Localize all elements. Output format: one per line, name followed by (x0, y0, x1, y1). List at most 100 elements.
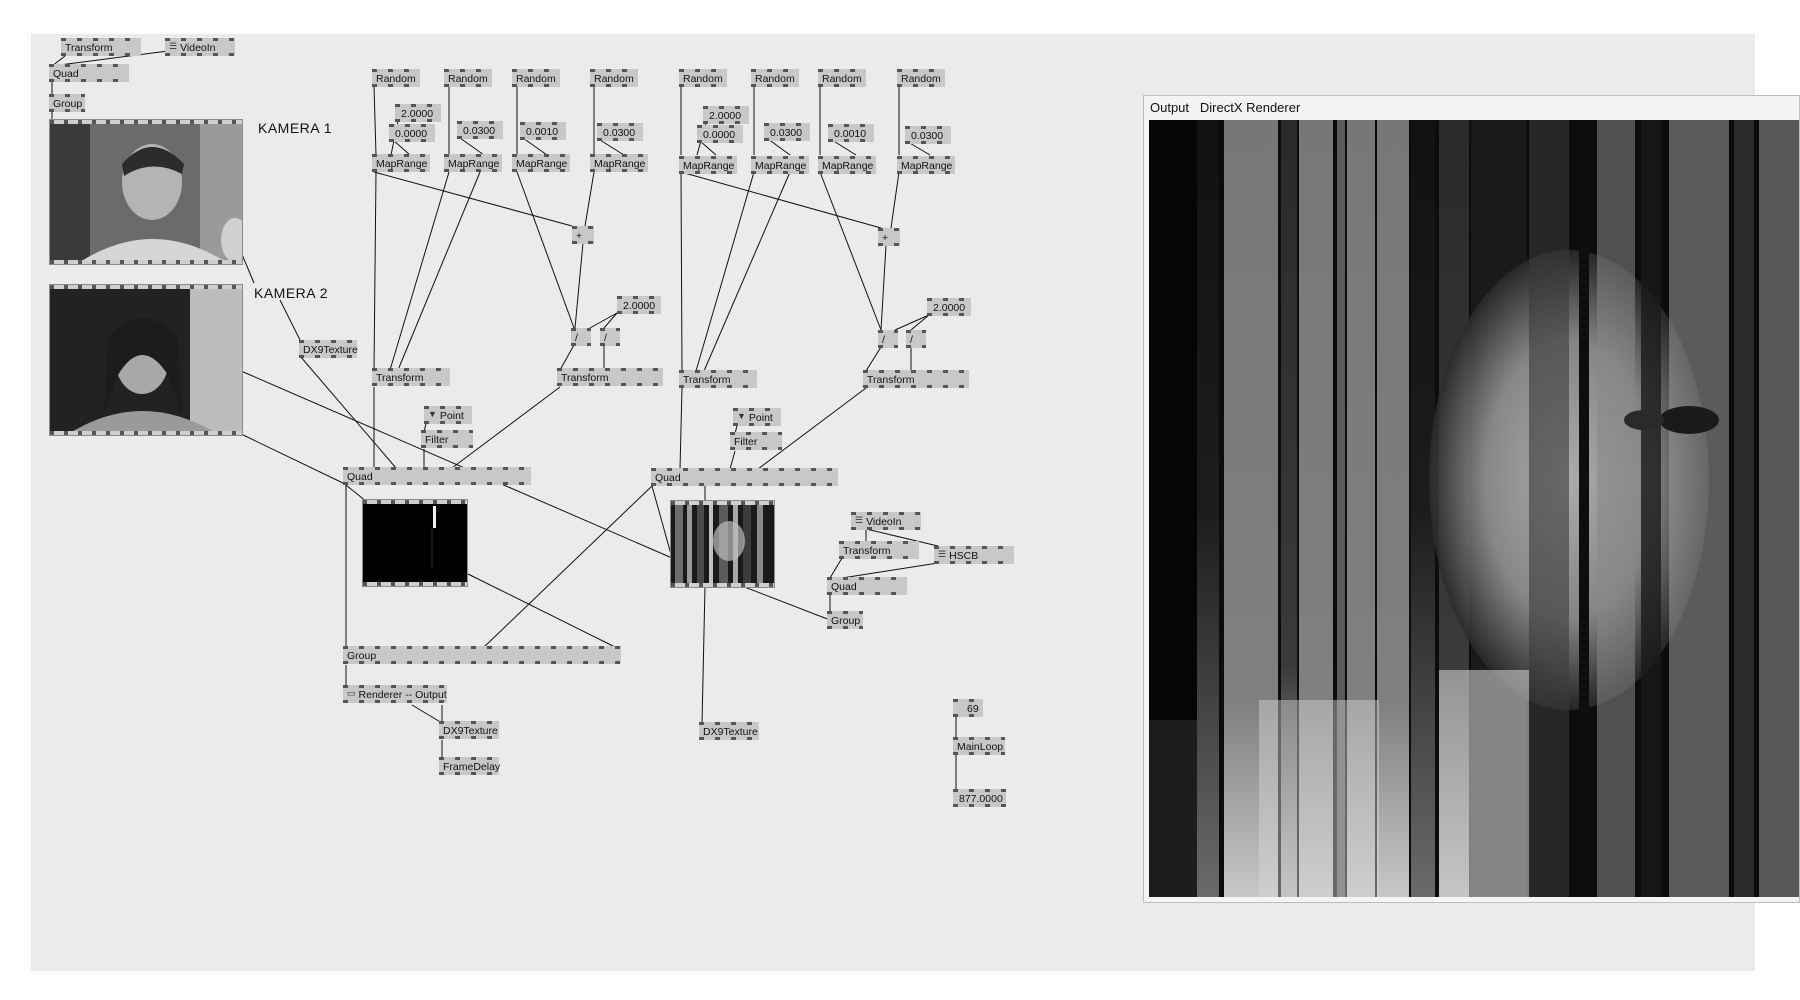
value-box[interactable]: 2.0000 (617, 296, 661, 314)
value-box[interactable]: 0.0300 (457, 121, 503, 139)
camera-1-image (50, 124, 242, 262)
list-icon: ☰ (855, 515, 864, 525)
hscb-node[interactable]: ☰HSCB (934, 546, 1014, 564)
wire (240, 251, 255, 284)
left-render-preview[interactable] (362, 499, 468, 587)
maprange-node[interactable]: MapRange (444, 154, 502, 172)
videoin-node[interactable]: ☰VideoIn (165, 38, 235, 56)
wire (880, 244, 887, 331)
random-node[interactable]: Random (751, 69, 799, 87)
random-node[interactable]: Random (818, 69, 866, 87)
value-box[interactable]: 0.0010 (520, 122, 566, 140)
value-box[interactable]: 2.0000 (395, 104, 441, 122)
add-node[interactable]: + (878, 228, 900, 246)
camera-2-image (50, 289, 242, 433)
maprange-node[interactable]: MapRange (590, 154, 648, 172)
point-node[interactable]: ▼Point (424, 406, 472, 424)
renderer-node[interactable]: ▭Renderer -- Output (343, 685, 447, 703)
camera-2-preview[interactable] (49, 284, 243, 436)
random-node[interactable]: Random (679, 69, 727, 87)
transform-node[interactable]: Transform (839, 541, 919, 559)
wire (389, 171, 450, 371)
videoin-node[interactable]: ☰VideoIn (851, 512, 921, 530)
value-box[interactable]: 0.0000 (697, 125, 743, 143)
maprange-node[interactable]: MapRange (512, 154, 570, 172)
group-node[interactable]: Group (343, 646, 621, 664)
transform-node[interactable]: Transform (372, 368, 450, 386)
maprange-node[interactable]: MapRange (372, 154, 430, 172)
wire (373, 85, 377, 156)
wire (729, 450, 736, 470)
dx9texture-node[interactable]: DX9Texture (699, 722, 759, 740)
divide-node[interactable]: / (878, 330, 898, 348)
random-node[interactable]: Random (512, 69, 560, 87)
wire (819, 171, 882, 331)
quad-node[interactable]: Quad (343, 467, 531, 485)
value-box[interactable]: 0.0300 (597, 123, 643, 141)
fps-value-box[interactable]: 69 (953, 699, 983, 717)
value-box[interactable]: 2.0000 (927, 298, 971, 316)
maprange-node[interactable]: MapRange (751, 156, 809, 174)
wire (841, 562, 939, 579)
filter-node[interactable]: Filter (730, 432, 782, 450)
value-box[interactable]: 0.0000 (389, 124, 435, 142)
wire (459, 137, 485, 156)
divide-node[interactable]: / (906, 330, 926, 348)
quad-node[interactable]: Quad (827, 577, 907, 595)
framedelay-node[interactable]: FrameDelay (439, 757, 500, 775)
wire (701, 585, 706, 725)
wire (599, 139, 625, 156)
wire (651, 485, 673, 559)
wire (865, 346, 882, 372)
value-box[interactable]: 2.0000 (703, 106, 749, 124)
wire (741, 585, 831, 621)
wire (767, 138, 791, 156)
maprange-node[interactable]: MapRange (818, 156, 876, 174)
camera-1-preview[interactable] (49, 119, 243, 265)
wire (451, 386, 561, 469)
maprange-node[interactable]: MapRange (897, 156, 955, 174)
triangle-down-icon: ▼ (737, 411, 746, 421)
random-node[interactable]: Random (372, 69, 420, 87)
wire (589, 312, 618, 329)
wire (680, 171, 882, 229)
render-view[interactable] (1149, 120, 1799, 897)
output-window[interactable]: Output DirectX Renderer (1143, 95, 1800, 903)
quad-node[interactable]: Quad (49, 64, 129, 82)
transform-node[interactable]: Transform (863, 370, 969, 388)
value-box[interactable]: 0.0010 (828, 124, 874, 142)
wire (240, 433, 346, 485)
value-box[interactable]: 0.0300 (764, 123, 810, 141)
dx9texture-node[interactable]: DX9Texture (299, 340, 358, 358)
glitch-preview-image (675, 505, 763, 585)
transform-node[interactable]: Transform (61, 38, 141, 56)
random-node[interactable]: Random (897, 69, 945, 87)
wire (907, 141, 931, 156)
quad-node[interactable]: Quad (651, 468, 838, 486)
add-node[interactable]: + (572, 226, 594, 244)
divide-node[interactable]: / (571, 328, 591, 346)
transform-node[interactable]: Transform (679, 370, 757, 388)
divide-node[interactable]: / (600, 328, 620, 346)
triangle-down-icon: ▼ (428, 409, 437, 419)
group-node[interactable]: Group (49, 94, 85, 112)
wire (51, 50, 169, 67)
wire (703, 171, 791, 372)
transform-node[interactable]: Transform (557, 368, 663, 386)
wire (603, 312, 618, 329)
group-node[interactable]: Group (827, 611, 863, 629)
mainloop-node[interactable]: MainLoop (953, 737, 1005, 755)
value-box[interactable]: 0.0300 (905, 126, 951, 144)
wire (516, 171, 575, 329)
random-node[interactable]: Random (590, 69, 638, 87)
wire (894, 314, 930, 331)
wire (865, 528, 939, 547)
filter-node[interactable]: Filter (421, 430, 473, 448)
maprange-node[interactable]: MapRange (679, 156, 737, 174)
right-render-preview[interactable] (670, 500, 775, 588)
dx9texture-node[interactable]: DX9Texture (439, 721, 499, 739)
wire (890, 171, 900, 229)
time-value-box[interactable]: 877.0000 (953, 789, 1006, 807)
random-node[interactable]: Random (444, 69, 492, 87)
point-node[interactable]: ▼Point (733, 408, 781, 426)
